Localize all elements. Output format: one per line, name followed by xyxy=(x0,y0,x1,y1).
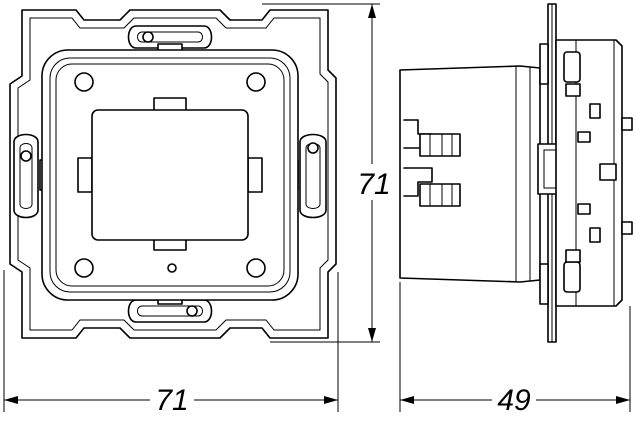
insert-tab-right xyxy=(247,157,263,193)
mounting-plate-outline xyxy=(9,9,337,339)
mounting-plate-inner-edge xyxy=(17,17,329,331)
depth-dimension-label: 49 xyxy=(497,384,531,417)
terminal-clamp-lower xyxy=(403,167,461,207)
center-small-hole xyxy=(167,263,177,273)
frame-boss-bottom xyxy=(563,261,581,293)
depth-dimension: 49 xyxy=(399,282,631,417)
center-insert xyxy=(91,109,249,241)
front-frame xyxy=(555,39,623,307)
width-dimension-label: 71 xyxy=(155,384,188,417)
width-dimension: 71 xyxy=(3,270,339,417)
housing-body xyxy=(399,65,541,283)
mechanism-frame-inner-2 xyxy=(55,63,285,287)
corner-hole-top-right xyxy=(246,72,266,92)
height-dimension: 71 xyxy=(262,3,394,343)
mechanism-frame-inner xyxy=(49,57,291,293)
corner-hole-bottom-right xyxy=(246,258,266,278)
side-view xyxy=(399,3,633,343)
front-view xyxy=(9,9,337,339)
insert-tab-left xyxy=(77,157,93,193)
height-dimension-label: 71 xyxy=(357,168,390,201)
corner-hole-bottom-left xyxy=(74,258,94,278)
terminal-clamp-upper xyxy=(403,119,461,157)
frame-boss-top xyxy=(563,51,581,83)
corner-hole-top-left xyxy=(74,72,94,92)
